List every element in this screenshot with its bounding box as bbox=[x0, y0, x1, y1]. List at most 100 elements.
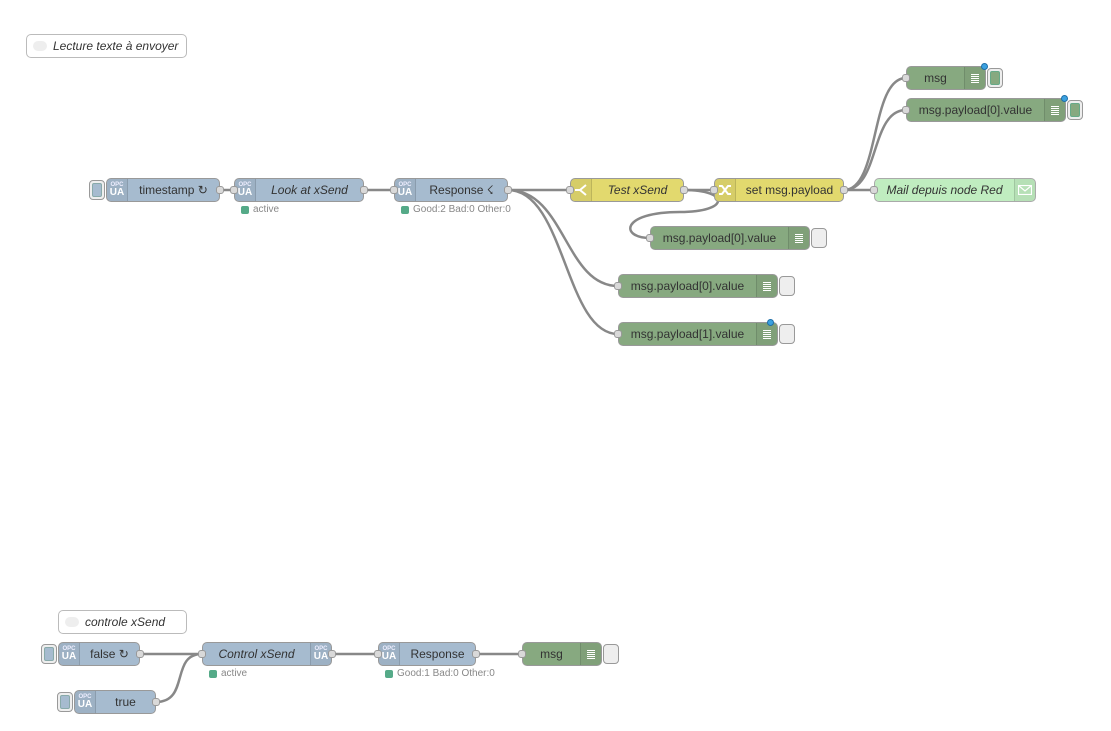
node-label: Look at xSend bbox=[271, 183, 348, 197]
node-label: Response bbox=[410, 647, 465, 661]
shuffle-icon bbox=[715, 179, 736, 201]
node-label: Test xSend bbox=[607, 183, 668, 197]
switch-node-test-xsend[interactable]: Test xSend bbox=[566, 178, 688, 202]
debug-toggle-button[interactable] bbox=[811, 228, 827, 248]
wire bbox=[843, 76, 907, 192]
input-port[interactable] bbox=[566, 186, 574, 194]
comment-icon bbox=[65, 617, 79, 627]
wire bbox=[507, 188, 619, 336]
comment-node-lecture[interactable]: Lecture texte à envoyer bbox=[26, 34, 187, 58]
comment-label: Lecture texte à envoyer bbox=[53, 39, 179, 53]
node-label: Response ☇ bbox=[429, 183, 494, 197]
debug-node-payload0-mid[interactable]: msg.payload[0].value bbox=[646, 226, 827, 250]
changed-indicator-icon bbox=[767, 319, 774, 326]
node-label: msg bbox=[540, 647, 563, 661]
output-port[interactable] bbox=[360, 186, 368, 194]
node-label: set msg.payload bbox=[745, 183, 834, 197]
changed-indicator-icon bbox=[981, 63, 988, 70]
changed-indicator-icon bbox=[1061, 95, 1068, 102]
output-port[interactable] bbox=[328, 650, 336, 658]
status-text: Good:2 Bad:0 Other:0 bbox=[413, 204, 511, 215]
debug-node-payload0-top[interactable]: msg.payload[0].value bbox=[902, 95, 1083, 122]
debug-list-icon bbox=[580, 643, 601, 665]
inject-button[interactable] bbox=[89, 180, 105, 200]
debug-node-payload0-low[interactable]: msg.payload[0].value bbox=[614, 274, 795, 298]
output-port[interactable] bbox=[216, 186, 224, 194]
debug-node-payload1[interactable]: msg.payload[1].value bbox=[614, 319, 795, 346]
output-port[interactable] bbox=[152, 698, 160, 706]
output-port[interactable] bbox=[504, 186, 512, 194]
status-text: active bbox=[253, 204, 280, 215]
input-port[interactable] bbox=[518, 650, 526, 658]
inject-button[interactable] bbox=[41, 644, 57, 664]
status-dot-icon bbox=[385, 669, 393, 678]
node-label: timestamp ↻ bbox=[139, 183, 208, 197]
node-status: active bbox=[241, 204, 279, 215]
status-dot-icon bbox=[209, 669, 217, 678]
status-text: active bbox=[221, 668, 248, 679]
node-label: Mail depuis node Red bbox=[886, 183, 1003, 197]
output-port[interactable] bbox=[136, 650, 144, 658]
input-port[interactable] bbox=[230, 186, 238, 194]
node-status: Good:2 Bad:0 Other:0 bbox=[401, 204, 511, 215]
input-port[interactable] bbox=[614, 330, 622, 338]
debug-list-icon bbox=[756, 323, 777, 345]
debug-toggle-button[interactable] bbox=[779, 276, 795, 296]
input-port[interactable] bbox=[390, 186, 398, 194]
input-port[interactable] bbox=[646, 234, 654, 242]
node-status: active bbox=[209, 668, 247, 679]
input-port[interactable] bbox=[902, 74, 910, 82]
input-port[interactable] bbox=[198, 650, 206, 658]
status-dot-icon bbox=[241, 205, 249, 214]
debug-node-msg[interactable]: msg bbox=[902, 63, 1003, 90]
node-status: Good:1 Bad:0 Other:0 bbox=[385, 668, 495, 679]
email-node-mail[interactable]: Mail depuis node Red bbox=[870, 178, 1036, 202]
wire bbox=[629, 188, 720, 240]
input-port[interactable] bbox=[870, 186, 878, 194]
envelope-icon bbox=[1014, 179, 1035, 201]
node-label: msg.payload[0].value bbox=[918, 103, 1033, 117]
debug-toggle-button[interactable] bbox=[987, 68, 1003, 88]
input-port[interactable] bbox=[710, 186, 718, 194]
node-label: Control xSend bbox=[218, 647, 295, 661]
node-label: msg.payload[0].value bbox=[630, 279, 745, 293]
status-dot-icon bbox=[401, 205, 409, 214]
node-label: false ↻ bbox=[90, 647, 129, 661]
wire bbox=[155, 652, 203, 704]
switch-icon bbox=[571, 179, 592, 201]
debug-toggle-button[interactable] bbox=[603, 644, 619, 664]
comment-node-controle[interactable]: controle xSend bbox=[58, 610, 187, 634]
output-port[interactable] bbox=[680, 186, 688, 194]
debug-toggle-button[interactable] bbox=[1067, 100, 1083, 120]
debug-node-msg-2[interactable]: msg bbox=[518, 642, 619, 666]
input-port[interactable] bbox=[902, 106, 910, 114]
wire bbox=[507, 188, 619, 288]
change-node-set-msg-payload[interactable]: set msg.payload bbox=[710, 178, 848, 202]
node-label: msg bbox=[924, 71, 947, 85]
input-port[interactable] bbox=[614, 282, 622, 290]
output-port[interactable] bbox=[472, 650, 480, 658]
debug-list-icon bbox=[756, 275, 777, 297]
debug-toggle-button[interactable] bbox=[779, 324, 795, 344]
output-port[interactable] bbox=[840, 186, 848, 194]
comment-label: controle xSend bbox=[85, 615, 166, 629]
input-port[interactable] bbox=[374, 650, 382, 658]
debug-list-icon bbox=[1044, 99, 1065, 121]
inject-button[interactable] bbox=[57, 692, 73, 712]
debug-list-icon bbox=[788, 227, 809, 249]
